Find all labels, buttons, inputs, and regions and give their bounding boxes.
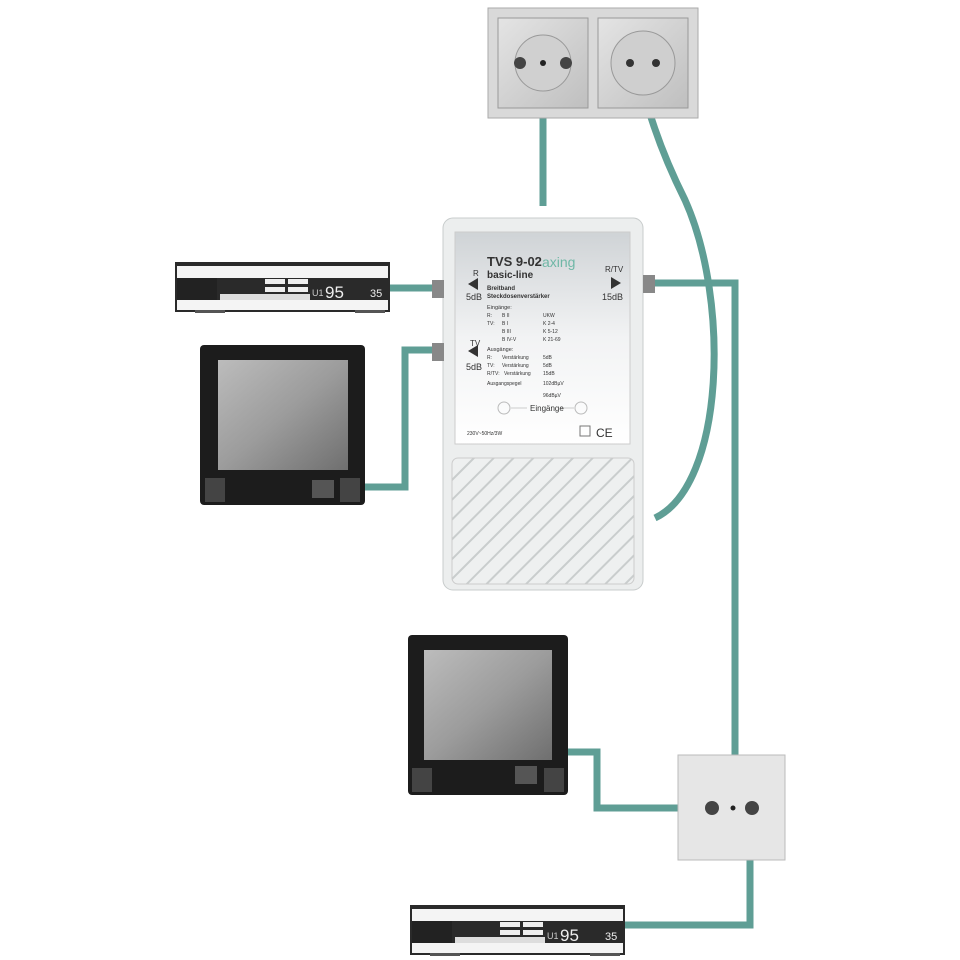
- output-gain: 5dB: [543, 355, 553, 361]
- input-band: B III: [502, 329, 511, 335]
- arrow-right-icon: [611, 277, 621, 289]
- tv-screen: [424, 650, 552, 760]
- output-label: Verstärkung: [502, 363, 529, 369]
- port-r-gain: 5dB: [466, 292, 482, 302]
- output-label: Verstärkung: [502, 355, 529, 361]
- port-rtv-label: R/TV: [605, 265, 624, 274]
- output-gain: 15dB: [543, 371, 555, 377]
- input-key: R:: [487, 313, 492, 319]
- output-gain: 5dB: [543, 363, 553, 369]
- input-key: TV:: [487, 321, 495, 327]
- port-rtv-gain: 15dB: [602, 292, 623, 302]
- wall-socket-plate: [487, 7, 699, 119]
- desc-1: Breitband: [487, 286, 515, 292]
- model-label: TVS 9-02: [487, 254, 542, 269]
- receiver-channel: U1: [547, 931, 559, 941]
- outputs-heading: Ausgänge:: [487, 347, 514, 353]
- television-top: [200, 345, 365, 505]
- input-channels: UKW: [543, 313, 555, 319]
- input-channels: K 21-69: [543, 337, 561, 343]
- amplifier-grill: [451, 457, 635, 585]
- input-band: B IV-V: [502, 337, 517, 343]
- output-key: R/TV:: [487, 371, 500, 377]
- desc-2: Steckdosenverstärker: [487, 294, 550, 300]
- line-label: basic-line: [487, 270, 534, 281]
- input-channels: K 5-12: [543, 329, 558, 335]
- receiver-top: U1 95 35: [175, 262, 390, 313]
- input-connector-icon: [497, 401, 511, 415]
- receiver-frequency: 95: [560, 926, 579, 945]
- tv-screen: [218, 360, 348, 470]
- ce-mark: CE: [596, 426, 613, 440]
- cable-tv-top: [365, 346, 432, 491]
- class2-icon: [579, 425, 591, 437]
- power-rating: 230V~50Hz/3W: [467, 431, 502, 437]
- amplifier: TVS 9-02 axing basic-line Breitband Stec…: [432, 217, 655, 591]
- receiver-frequency: 95: [325, 283, 344, 302]
- port-tv-label: TV: [470, 339, 481, 348]
- television-bottom: [408, 635, 568, 795]
- output-label: Verstärkung: [504, 371, 531, 377]
- cable-power: [638, 84, 718, 522]
- inputs-heading: Eingänge:: [487, 305, 512, 311]
- wall-outlet: [677, 754, 786, 861]
- inputs-footer: Eingänge: [530, 404, 564, 413]
- input-band: B I: [502, 321, 508, 327]
- input-connector-icon: [574, 401, 588, 415]
- brand-logo: axing: [542, 254, 575, 270]
- arrow-left-icon: [468, 345, 478, 357]
- cable-tv-bottom: [568, 748, 708, 812]
- level-label: Ausgangspegel: [487, 381, 521, 387]
- port-r-label: R: [473, 269, 479, 278]
- amplifier-label: [454, 231, 631, 445]
- output-key: R:: [487, 355, 492, 361]
- receiver-preset: 35: [370, 288, 382, 300]
- level-2: 96dBµV: [543, 393, 562, 399]
- receiver-bottom: U1 95 35: [410, 905, 625, 956]
- input-channels: K 2-4: [543, 321, 555, 327]
- arrow-left-icon: [468, 278, 478, 290]
- level-1: 102dBµV: [543, 381, 564, 387]
- cable-rtv-output: [655, 279, 739, 757]
- input-band: B II: [502, 313, 510, 319]
- port-tv-gain: 5dB: [466, 362, 482, 372]
- output-key: TV:: [487, 363, 495, 369]
- receiver-channel: U1: [312, 288, 324, 298]
- receiver-preset: 35: [605, 931, 617, 943]
